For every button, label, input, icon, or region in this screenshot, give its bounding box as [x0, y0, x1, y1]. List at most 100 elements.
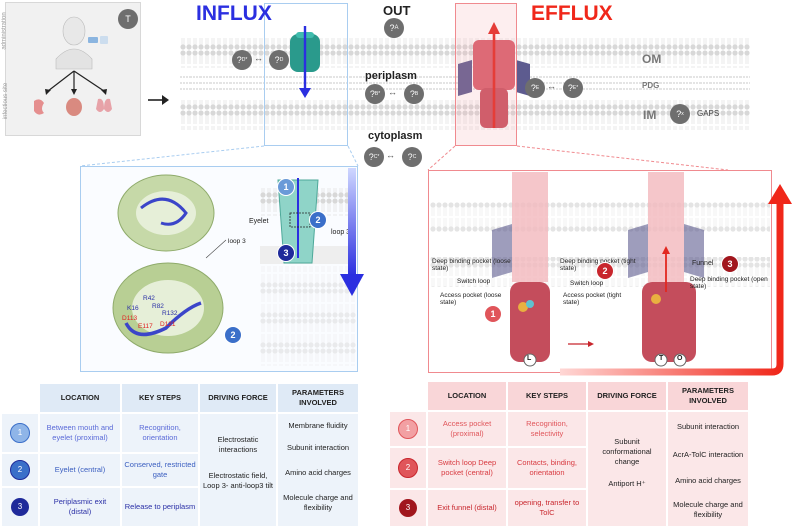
deep-tight-label: Deep binding pocket (tight state) [560, 258, 636, 273]
loop3-top-label: loop 3 [228, 238, 246, 245]
q-b-star-badge: ?B* [365, 84, 385, 104]
influx-row2-steps: Conserved, restricted gate [122, 454, 198, 486]
influx-col-params: PARAMETERS INVOLVED [278, 384, 358, 412]
efflux-step-3-marker: 3 [721, 255, 739, 273]
influx-params-cell [278, 414, 358, 526]
switch-loop-2-label: Switch loop [570, 280, 604, 287]
exchange-arrow-icon: ↔ [388, 87, 397, 97]
funnel-label: Funnel [692, 260, 714, 267]
residue-d121: D121 [160, 321, 176, 328]
efflux-driving-2: Antiport H⁺ [608, 478, 646, 488]
influx-col-steps: KEY STEPS [122, 384, 198, 412]
efflux-param-4: Molecule charge and flexibility [673, 499, 743, 519]
efflux-row2-num: 2 [398, 458, 418, 478]
q-b-badge: ?B [404, 84, 424, 104]
efflux-col-location: LOCATION [428, 382, 506, 410]
influx-row1-location: Between mouth and eyelet (proximal) [40, 414, 120, 452]
influx-col-location: LOCATION [40, 384, 120, 412]
efflux-row3-num-cell: 3 [390, 490, 426, 526]
pdg-label: PDG [642, 81, 660, 90]
residue-r82: R82 [152, 303, 164, 310]
q-d-badge: ?D [269, 50, 289, 70]
state-o-label: O [677, 355, 683, 362]
influx-param-3: Amino acid charges [285, 467, 351, 477]
influx-param-1: Membrane fluidity [288, 420, 348, 430]
influx-row2-location: Eyelet (central) [40, 454, 120, 486]
efflux-row3-steps: opening, transfer to TolC [508, 490, 586, 526]
exchange-arrow-icon: ↔ [254, 53, 263, 63]
state-t-label: T [659, 355, 664, 362]
efflux-param-2: AcrA-TolC interaction [672, 449, 744, 459]
efflux-row1-steps: Recognition, selectivity [508, 412, 586, 446]
efflux-param-3: Amino acid charges [675, 475, 741, 485]
efflux-col-params: PARAMETERS INVOLVED [668, 382, 748, 410]
influx-param-2: Subunit interaction [286, 442, 350, 452]
access-loose-label: Access pocket (loose state) [440, 292, 502, 307]
q-x-badge: ?x [670, 104, 690, 124]
residue-d113: D113 [122, 315, 138, 322]
exchange-arrow-icon: ↔ [547, 81, 556, 91]
access-tight-label: Access pocket (tight state) [563, 292, 622, 307]
exchange-arrow-icon: ↔ [386, 150, 395, 160]
influx-step-2-marker: 2 [224, 326, 242, 344]
efflux-row2-location: Switch loop Deep pocket (central) [428, 448, 506, 488]
q-c-star-badge: ?C* [364, 147, 384, 167]
influx-row1-steps: Recognition, orientation [122, 414, 198, 452]
residue-k16: K16 [127, 305, 139, 312]
efflux-row2-num-cell: 2 [390, 448, 426, 488]
efflux-driving-cell [588, 412, 666, 526]
efflux-row3-num: 3 [399, 499, 417, 517]
efflux-highlight-box [455, 3, 517, 146]
influx-step-1-marker: 1 [277, 178, 295, 196]
efflux-col-driving: DRIVING FORCE [588, 382, 666, 410]
right-arrow-icon [148, 95, 169, 105]
efflux-step-2-marker: 2 [596, 262, 614, 280]
influx-col-driving: DRIVING FORCE [200, 384, 276, 412]
membrane-strip [180, 22, 750, 130]
efflux-row3-location: Exit funnel (distal) [428, 490, 506, 526]
influx-title: INFLUX [196, 2, 272, 25]
influx-driving-1: Electrostatic interactions [217, 434, 259, 454]
influx-driving-2: Electrostatic field, Loop 3- anti-loop3 … [202, 470, 274, 490]
residue-r42: R42 [143, 295, 155, 302]
efflux-col-steps: KEY STEPS [508, 382, 586, 410]
deep-open-label: Deep binding pocket (open state) [690, 276, 768, 291]
periplasm-label: periplasm [365, 70, 417, 82]
influx-arrow-icon [340, 168, 364, 296]
out-label: OUT [383, 3, 411, 18]
q-d-star-badge: ?D* [232, 50, 252, 70]
influx-porin-structure [112, 174, 227, 354]
loop3-side-label: loop 3 [331, 229, 351, 236]
patient-illustration [34, 16, 112, 116]
influx-row3-steps: Release to periplasm [122, 488, 198, 526]
cytoplasm-label: cytoplasm [368, 130, 423, 142]
q-c-badge: ?C [402, 147, 422, 167]
im-label: IM [643, 108, 657, 122]
influx-row3-location: Periplasmic exit (distal) [40, 488, 120, 526]
q-e-badge: ?E [525, 78, 545, 98]
efflux-row1-num-cell: 1 [390, 412, 426, 446]
influx-row1-num: 1 [10, 423, 30, 443]
administration-panel: administration infectious site T [2, 2, 141, 136]
om-label: OM [642, 52, 662, 66]
residue-e117: E117 [138, 323, 153, 330]
efflux-row2-steps: Contacts, binding, orientation [508, 448, 586, 488]
influx-step-2-side-marker: 2 [309, 211, 327, 229]
efflux-params-cell [668, 412, 748, 526]
residue-r132: R132 [162, 310, 178, 317]
efflux-arrow-icon [560, 184, 792, 376]
q-e-star-badge: ?E* [563, 78, 583, 98]
influx-row2-num-cell: 2 [2, 454, 38, 486]
efflux-driving-1: Subunit conformational change [602, 436, 652, 467]
gaps-label: GAPS [697, 109, 720, 118]
efflux-step-1-marker: 1 [484, 305, 502, 323]
influx-highlight-box [264, 3, 348, 146]
efflux-title: EFFLUX [531, 2, 613, 25]
influx-row2-num: 2 [10, 460, 30, 480]
state-l-label: L [527, 355, 532, 362]
influx-param-4: Molecule charge and flexibility [283, 492, 353, 512]
q-a-badge: ?A [384, 18, 404, 38]
influx-step-3-marker: 3 [277, 244, 295, 262]
efflux-param-1: Subunit interaction [676, 421, 740, 431]
infectious-site-label: infectious site [3, 82, 10, 120]
